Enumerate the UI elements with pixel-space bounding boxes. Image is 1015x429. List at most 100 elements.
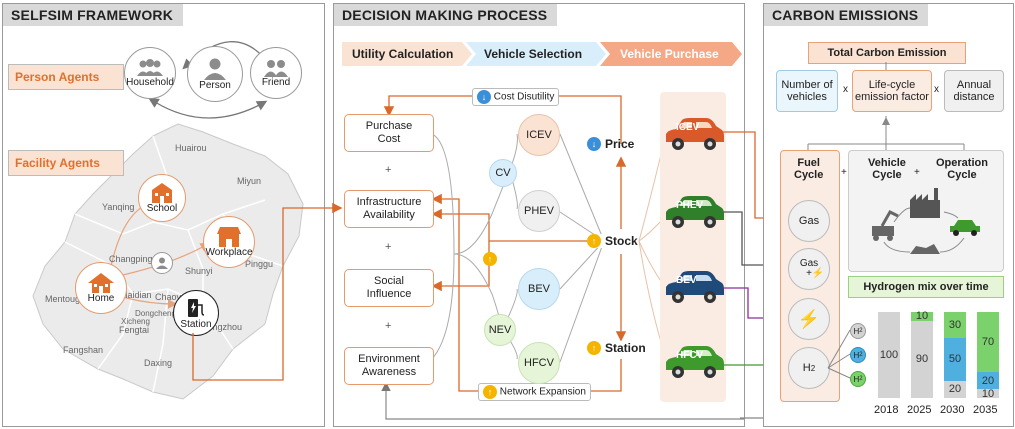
facility-agents-tag: Facility Agents xyxy=(8,150,124,176)
year-label: 2025 xyxy=(907,404,932,416)
lightning-icon: ⚡ xyxy=(811,268,825,279)
car-icon xyxy=(666,271,724,303)
map-label: Pinggu xyxy=(245,259,274,269)
workplace-node: Workplace xyxy=(203,216,255,268)
map-label: Tongzhou xyxy=(203,322,243,332)
person-dot xyxy=(151,252,173,274)
map-label: Fangshan xyxy=(63,345,104,355)
charger-icon xyxy=(188,298,205,317)
school-node: School xyxy=(138,174,186,222)
scrap-icon xyxy=(910,244,940,254)
bar-segment: 50 xyxy=(944,337,966,381)
number-of-vehicles: Number of vehicles xyxy=(776,70,838,112)
arrow-up-icon: ↑ xyxy=(587,341,601,355)
bar-segment: 10 xyxy=(977,388,999,400)
year-label: 2030 xyxy=(940,404,965,416)
vehicle-cycle-label: Vehicle Cycle xyxy=(868,157,906,181)
map-label: Fengtai xyxy=(119,325,150,335)
factor-infrastructure: Infrastructure Availability xyxy=(344,190,434,228)
map-label: Miyun xyxy=(237,176,262,186)
plus-sign: + xyxy=(385,241,392,253)
plus-sign: + xyxy=(385,320,392,332)
bar-segment: 90 xyxy=(911,320,933,398)
decision-title: DECISION MAKING PROCESS xyxy=(334,4,558,26)
fuel-gas: Gas xyxy=(788,200,830,242)
map-label: Daxing xyxy=(144,358,173,368)
stock-indicator: ↑ Stock xyxy=(587,234,638,248)
selfsim-panel: SELFSIM FRAMEWORK Huairou Miyun Yanqing … xyxy=(2,3,325,427)
selfsim-title: SELFSIM FRAMEWORK xyxy=(3,4,184,26)
step-utility-calculation: Utility Calculation xyxy=(352,47,454,61)
price-indicator: ↓ Price xyxy=(587,137,634,151)
map-label: Haidian xyxy=(121,290,152,300)
station-node: Station xyxy=(173,290,219,336)
car-icev: ICEV xyxy=(662,114,726,154)
fuel-electric: ⚡ xyxy=(788,298,830,340)
lifecycle-emission-factor: Life-cycle emission factor xyxy=(852,70,932,112)
step-chevrons xyxy=(342,42,742,66)
factor-social-influence: Social Influence xyxy=(344,269,434,307)
bar-segment: 20 xyxy=(944,380,966,398)
cv-node: CV xyxy=(489,159,517,187)
lightning-icon: ⚡ xyxy=(797,308,821,329)
car-green-icon xyxy=(950,220,980,236)
factor-environment: Environment Awareness xyxy=(344,347,434,385)
carbon-title: CARBON EMISSIONS xyxy=(764,4,929,26)
lifecycle-illustration xyxy=(872,188,980,254)
plus-sign: + xyxy=(841,167,847,178)
times-sign: x xyxy=(934,84,939,95)
map-label: Xicheng xyxy=(121,317,150,326)
bar-segment: 20 xyxy=(977,372,999,390)
household-icon xyxy=(137,58,163,76)
map-label: Dongcheng xyxy=(135,309,176,318)
cost-disutility-label: ↓ Cost Disutility xyxy=(472,88,560,106)
decision-panel: DECISION MAKING PROCESS Utility Calculat… xyxy=(333,3,745,427)
fuel-gas-electric: Gas + ⚡ xyxy=(788,248,830,290)
arrow-up-icon: ↑ xyxy=(483,385,497,399)
h2-legend-links xyxy=(827,329,851,379)
household-node: Household xyxy=(124,47,176,99)
map-label: Changping xyxy=(109,254,153,264)
arrow-up-icon: ↑ xyxy=(587,234,601,248)
bar-segment: 30 xyxy=(944,312,966,338)
hydrogen-mix-title: Hydrogen mix over time xyxy=(848,276,1004,298)
car-icon xyxy=(666,118,724,150)
car-bev: BEV xyxy=(662,267,726,307)
car-icon xyxy=(666,196,724,228)
plus-sign: + xyxy=(385,164,392,176)
icev-node: ICEV xyxy=(518,114,560,156)
car-phev: PHEV xyxy=(662,192,726,232)
bar-segment: 10 xyxy=(911,310,933,322)
phev-node: PHEV xyxy=(518,190,560,232)
step-vehicle-selection: Vehicle Selection xyxy=(484,47,583,61)
excavator-icon xyxy=(872,210,899,241)
car-icon xyxy=(666,346,724,378)
bev-node: BEV xyxy=(518,268,560,310)
arrow-down-icon: ↓ xyxy=(477,90,491,104)
nev-node: NEV xyxy=(484,314,516,346)
station-indicator: ↑ Station xyxy=(587,341,646,355)
arrow-up-icon: ↑ xyxy=(483,250,497,268)
workplace-icon xyxy=(217,226,241,247)
person-icon xyxy=(204,58,226,80)
arrow-down-icon: ↓ xyxy=(587,137,601,151)
friend-icon xyxy=(264,59,288,77)
step-vehicle-purchase: Vehicle Purchase xyxy=(620,47,719,61)
factor-purchase-cost: Purchase Cost xyxy=(344,114,434,152)
times-sign: x xyxy=(843,84,848,95)
map-label: Yanqing xyxy=(102,202,135,212)
car-hfcv: HFCV xyxy=(662,342,726,382)
person-small-icon xyxy=(156,257,168,269)
map-label: Huairou xyxy=(175,143,207,153)
friend-node: Friend xyxy=(250,47,302,99)
total-carbon-emission: Total Carbon Emission xyxy=(808,42,966,64)
operation-cycle-label: Operation Cycle xyxy=(936,157,988,181)
bar-segment: 70 xyxy=(977,312,999,373)
bar-segment: 100 xyxy=(878,312,900,398)
school-icon xyxy=(152,182,172,203)
